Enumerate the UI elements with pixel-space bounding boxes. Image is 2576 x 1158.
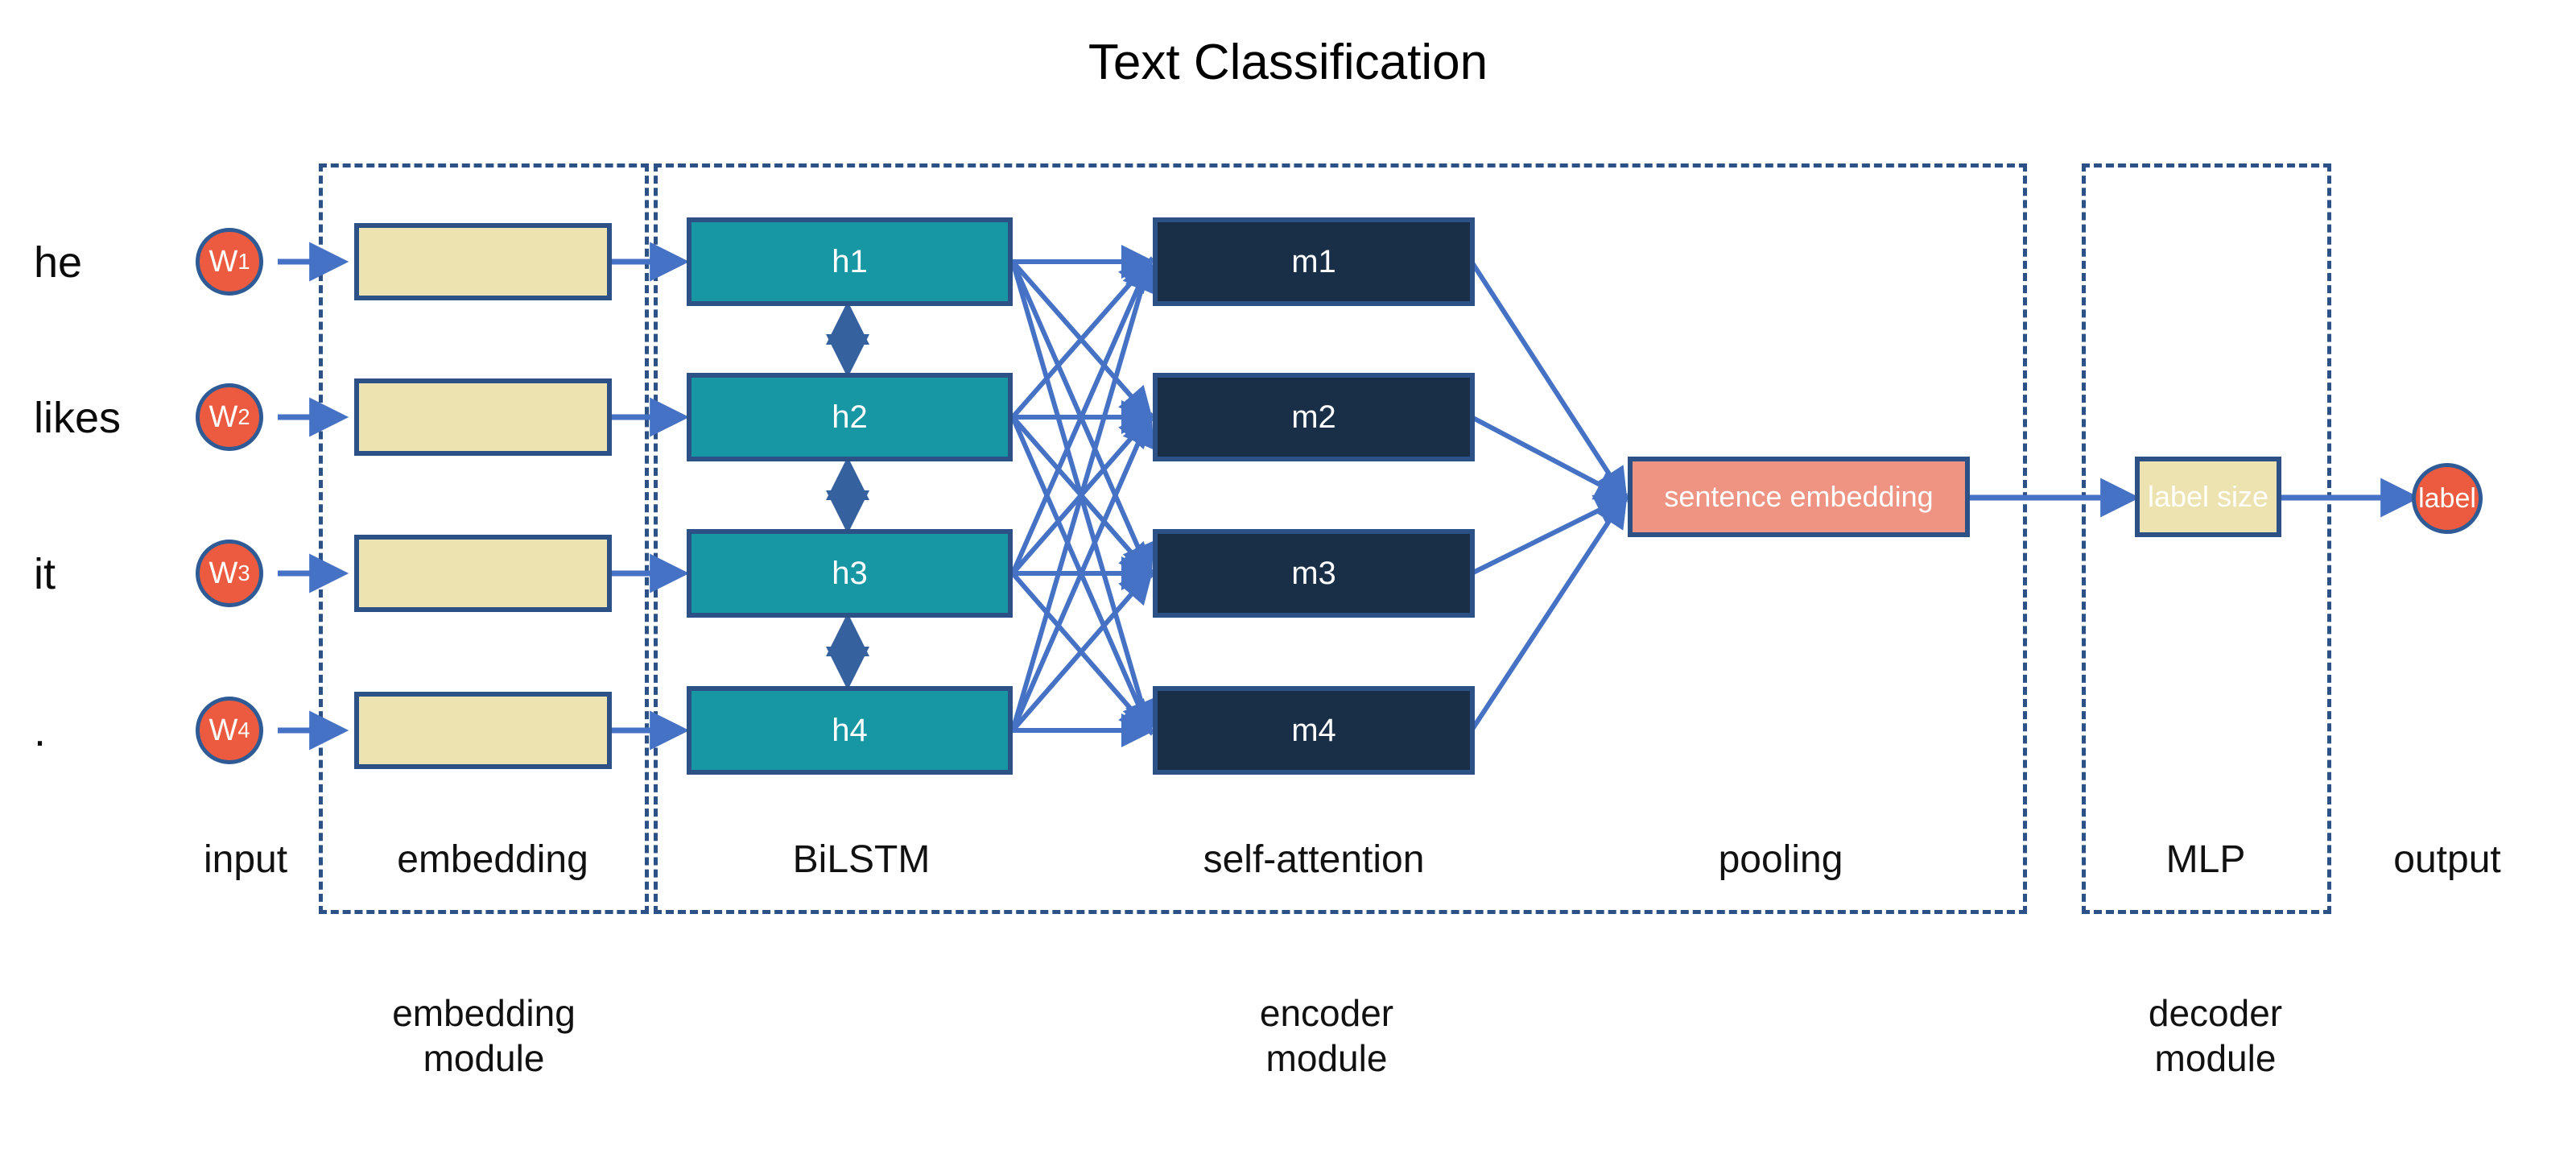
input-word: .: [34, 707, 47, 755]
token-index: 3: [237, 560, 250, 586]
stage-label-self-attention: self-attention: [1203, 838, 1425, 881]
module-label-line2: module: [1265, 1037, 1388, 1080]
input-word: likes: [34, 394, 122, 442]
token-label: W: [208, 556, 238, 590]
label-size-box[interactable]: label size: [2135, 457, 2281, 537]
embedding-box-1[interactable]: [354, 223, 612, 300]
module-label-line2: module: [2154, 1037, 2277, 1080]
encoder-module-boundary: [654, 163, 2027, 914]
token-label: W: [208, 245, 238, 279]
module-label-decoder: decoder module: [2149, 991, 2282, 1081]
stage-label-input: input: [203, 838, 288, 881]
stage-label-embedding: embedding: [397, 838, 588, 881]
stage-label-bilstm: BiLSTM: [792, 838, 931, 881]
module-label-line1: decoder: [2148, 992, 2283, 1034]
stage-label-pooling: pooling: [1718, 838, 1843, 881]
token-label: W: [208, 713, 238, 747]
attention-box-m1[interactable]: m1: [1153, 217, 1475, 306]
module-label-line2: module: [423, 1037, 545, 1080]
module-label-encoder: encoder module: [1260, 991, 1393, 1081]
lstm-box-h1[interactable]: h1: [687, 217, 1013, 306]
input-word: it: [34, 550, 56, 598]
lstm-box-h2[interactable]: h2: [687, 373, 1013, 461]
token-index: 1: [237, 249, 250, 275]
embedding-module-boundary: [319, 163, 649, 914]
embedding-box-4[interactable]: [354, 692, 612, 769]
decoder-module-boundary: [2082, 163, 2331, 914]
lstm-box-h4[interactable]: h4: [687, 686, 1013, 775]
stage-label-mlp: MLP: [2165, 838, 2246, 881]
attention-box-m4[interactable]: m4: [1153, 686, 1475, 775]
stage-label-output: output: [2393, 838, 2501, 881]
token-index: 4: [237, 718, 250, 743]
input-word: he: [34, 238, 83, 287]
embedding-box-2[interactable]: [354, 378, 612, 456]
lstm-box-h3[interactable]: h3: [687, 529, 1013, 618]
attention-box-m3[interactable]: m3: [1153, 529, 1475, 618]
module-label-embedding: embedding module: [392, 991, 576, 1081]
module-label-line1: embedding: [392, 992, 576, 1034]
attention-box-m2[interactable]: m2: [1153, 373, 1475, 461]
module-label-line1: encoder: [1259, 992, 1394, 1034]
token-label: W: [208, 400, 238, 434]
token-index: 2: [237, 404, 250, 430]
output-label-node[interactable]: label: [2412, 463, 2483, 534]
page-title: Text Classification: [1088, 35, 1488, 90]
embedding-box-3[interactable]: [354, 535, 612, 612]
sentence-embedding-box[interactable]: sentence embedding: [1628, 457, 1970, 537]
